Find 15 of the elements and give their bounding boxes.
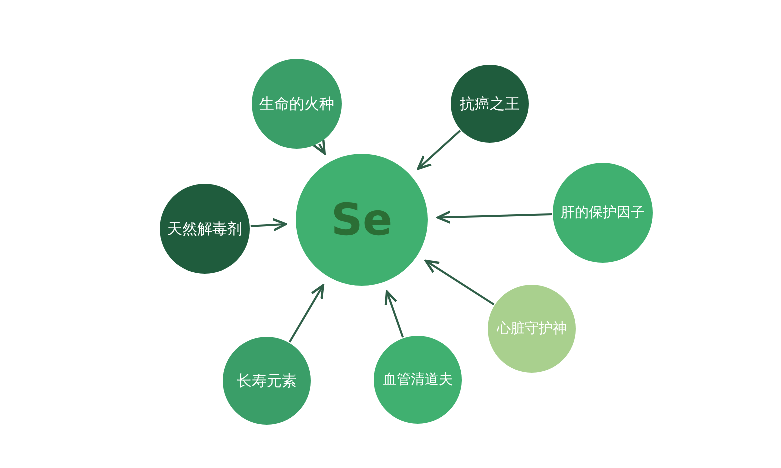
arrow (289, 284, 324, 343)
node-label: 心脏守护神 (497, 320, 567, 338)
arrow (250, 218, 288, 232)
node-label: 血管清道夫 (383, 371, 453, 389)
node-label: 抗癌之王 (460, 94, 520, 114)
arrow (384, 290, 404, 338)
arrow (436, 210, 552, 224)
arrow (312, 138, 326, 155)
node-label: 生命的火种 (260, 94, 334, 114)
arrow (424, 260, 495, 306)
node-label: 肝的保护因子 (561, 204, 645, 222)
element-symbol: Se (331, 194, 393, 246)
arrow (417, 130, 462, 170)
node-label: 长寿元素 (237, 372, 297, 390)
node-label: 天然解毒剂 (168, 220, 242, 238)
